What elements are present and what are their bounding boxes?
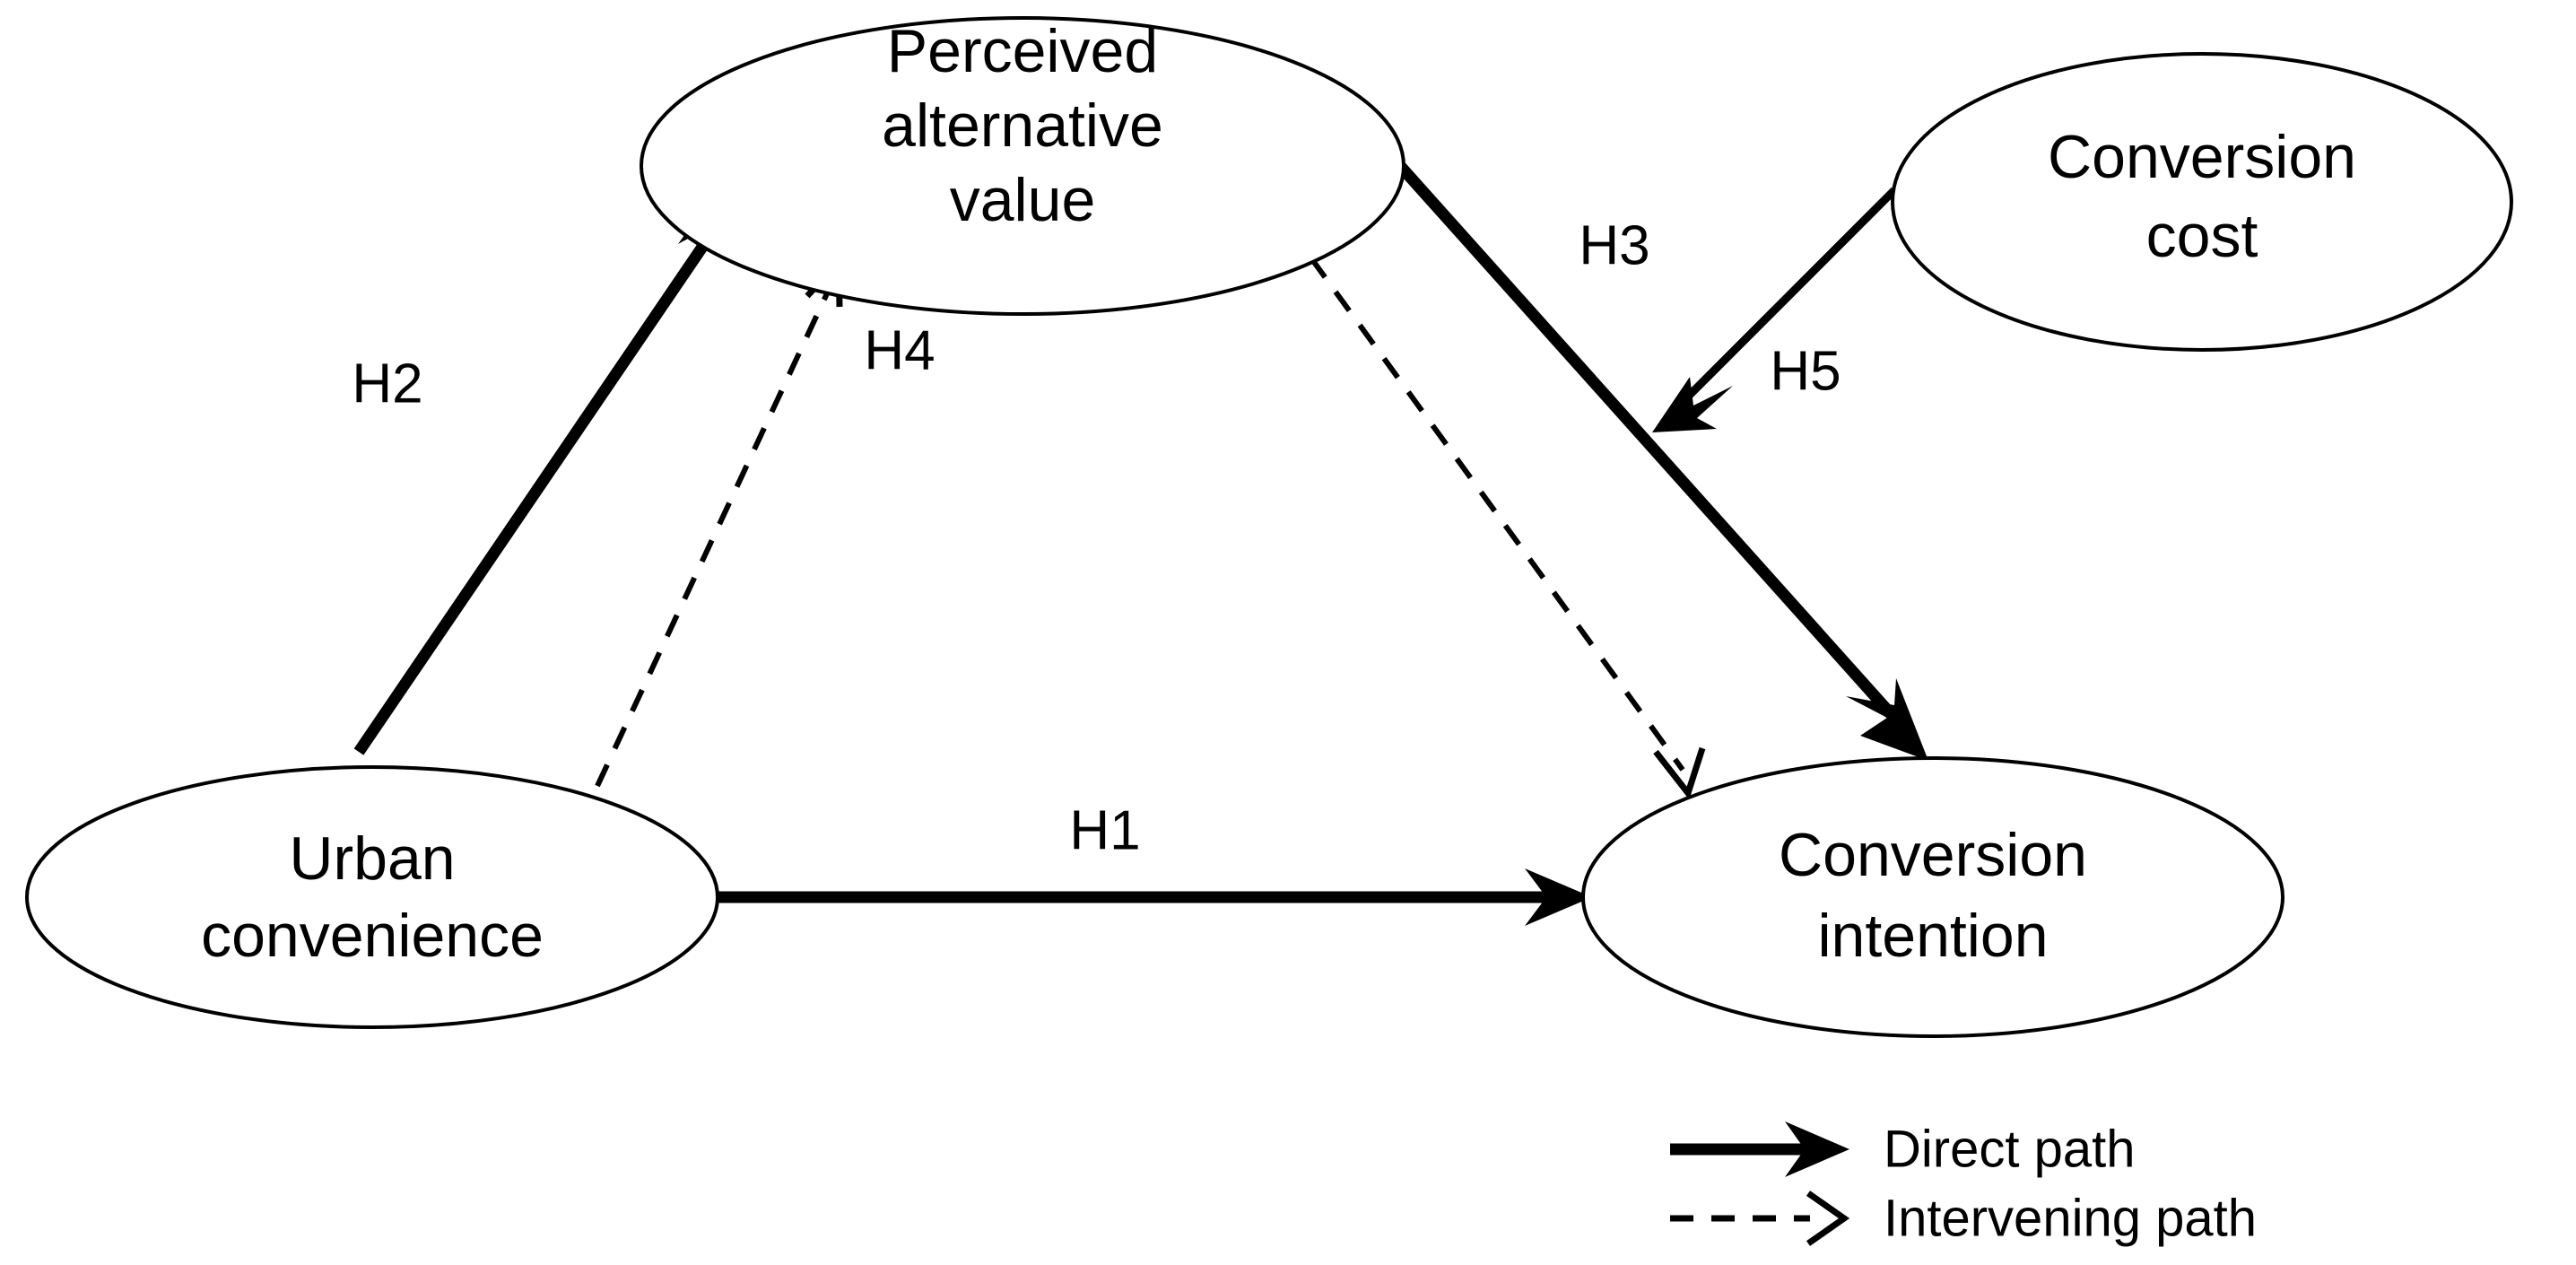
hypothesis-label-h2: H2 [352, 353, 422, 414]
node-perceived-alternative-value-shape[interactable] [640, 16, 1405, 316]
legend-item-intervening-path: Intervening path [1670, 1189, 2257, 1247]
node-urban-convenience[interactable]: Urban convenience [25, 765, 719, 1029]
node-perceived-alternative-value-label-1: Perceived [887, 17, 1158, 85]
path-h4-line [595, 276, 837, 788]
node-conversion-intention-shape[interactable] [1581, 756, 2284, 1038]
path-indirect-arrowhead [1653, 746, 1706, 800]
node-urban-convenience-label-1: Urban [289, 824, 455, 893]
node-perceived-alternative-value-label-2: alternative [882, 92, 1163, 160]
node-conversion-intention-label-2: intention [1817, 902, 2048, 970]
legend: Direct path Intervening path [1670, 1120, 2257, 1247]
node-urban-convenience-shape[interactable] [25, 765, 719, 1029]
path-h3-arrowhead [1846, 678, 1928, 761]
node-conversion-cost[interactable]: Conversion cost [1891, 52, 2513, 352]
path-h5-line [1675, 187, 1898, 409]
hypothesis-label-h3: H3 [1579, 214, 1649, 276]
path-h1 [713, 868, 1592, 926]
node-conversion-cost-label-2: cost [2146, 202, 2258, 270]
node-perceived-alternative-value-label-3: value [950, 166, 1096, 234]
legend-item-direct-path: Direct path [1670, 1120, 2135, 1178]
path-h5-arrowhead [1652, 377, 1733, 432]
hypothesis-label-h4: H4 [864, 319, 935, 381]
legend-intervening-path-arrowhead [1806, 1191, 1850, 1246]
node-conversion-cost-label-1: Conversion [2048, 123, 2356, 191]
legend-direct-path-label: Direct path [1884, 1120, 2135, 1178]
path-pav-to-conversion-intention-indirect [1309, 257, 1706, 800]
path-h5 [1652, 187, 1898, 432]
path-h3 [1397, 162, 1928, 761]
node-perceived-alternative-value[interactable]: Perceived alternative value [640, 16, 1405, 316]
path-indirect-line [1309, 257, 1685, 772]
path-h2-line [353, 192, 743, 755]
node-conversion-cost-shape[interactable] [1891, 52, 2513, 352]
legend-intervening-path-label: Intervening path [1884, 1189, 2257, 1247]
node-urban-convenience-label-2: convenience [201, 902, 544, 970]
path-h1-arrowhead [1525, 868, 1592, 926]
path-h2 [353, 170, 752, 755]
hypothesis-label-h5: H5 [1770, 340, 1841, 402]
node-conversion-intention-label-1: Conversion [1779, 821, 2087, 889]
node-conversion-intention[interactable]: Conversion intention [1581, 756, 2284, 1038]
hypothesis-label-h1: H1 [1069, 799, 1140, 861]
legend-direct-path-arrowhead [1785, 1121, 1849, 1177]
path-h3-line [1397, 162, 1913, 738]
